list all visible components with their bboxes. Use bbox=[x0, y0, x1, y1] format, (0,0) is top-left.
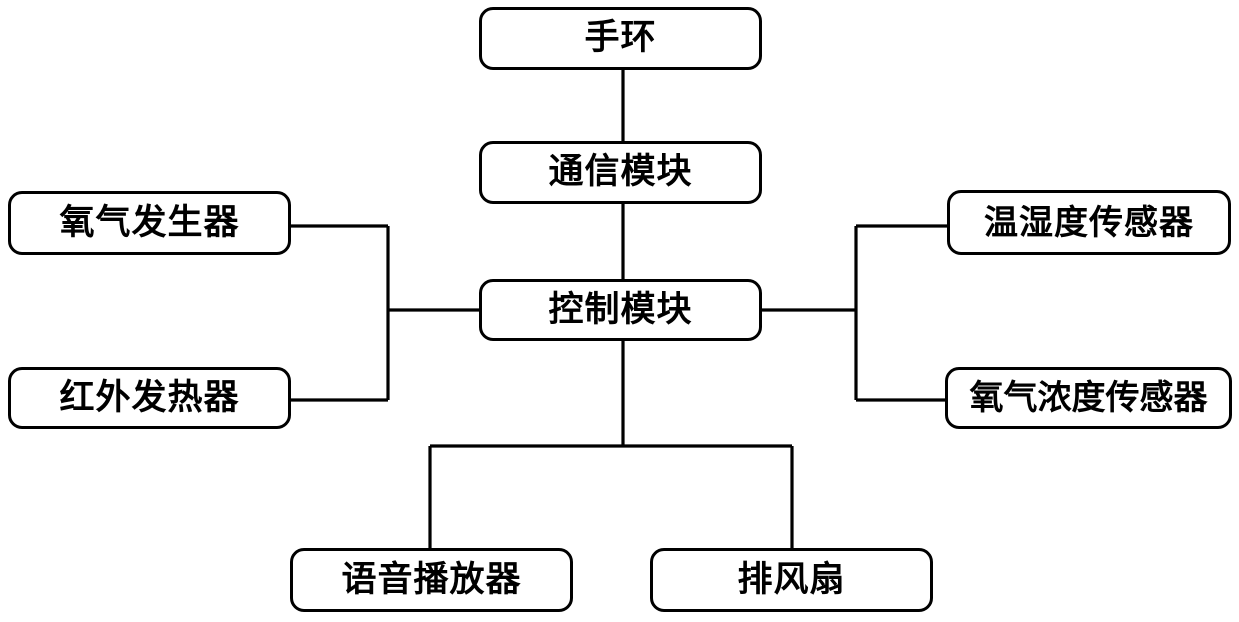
node-infrared-heater-label: 红外发热器 bbox=[59, 377, 240, 418]
node-communication-module-label: 通信模块 bbox=[548, 152, 693, 192]
node-oxygen-concentration-sensor[interactable]: 氧气浓度传感器 bbox=[945, 367, 1232, 429]
node-control-module[interactable]: 控制模块 bbox=[479, 279, 762, 341]
node-voice-player-label: 语音播放器 bbox=[341, 559, 522, 600]
node-oxygen-concentration-sensor-label: 氧气浓度传感器 bbox=[969, 378, 1208, 418]
node-exhaust-fan-label: 排风扇 bbox=[737, 559, 846, 600]
node-wristband-label: 手环 bbox=[584, 18, 657, 58]
node-exhaust-fan[interactable]: 排风扇 bbox=[650, 548, 933, 612]
node-wristband[interactable]: 手环 bbox=[479, 7, 762, 70]
node-oxygen-generator-label: 氧气发生器 bbox=[59, 202, 240, 243]
node-temperature-humidity-sensor[interactable]: 温湿度传感器 bbox=[947, 190, 1231, 255]
node-infrared-heater[interactable]: 红外发热器 bbox=[8, 367, 291, 429]
node-control-module-label: 控制模块 bbox=[548, 289, 693, 330]
node-communication-module[interactable]: 通信模块 bbox=[479, 141, 762, 204]
node-oxygen-generator[interactable]: 氧气发生器 bbox=[8, 191, 291, 255]
node-voice-player[interactable]: 语音播放器 bbox=[290, 548, 573, 612]
node-temperature-humidity-sensor-label: 温湿度传感器 bbox=[984, 202, 1194, 243]
